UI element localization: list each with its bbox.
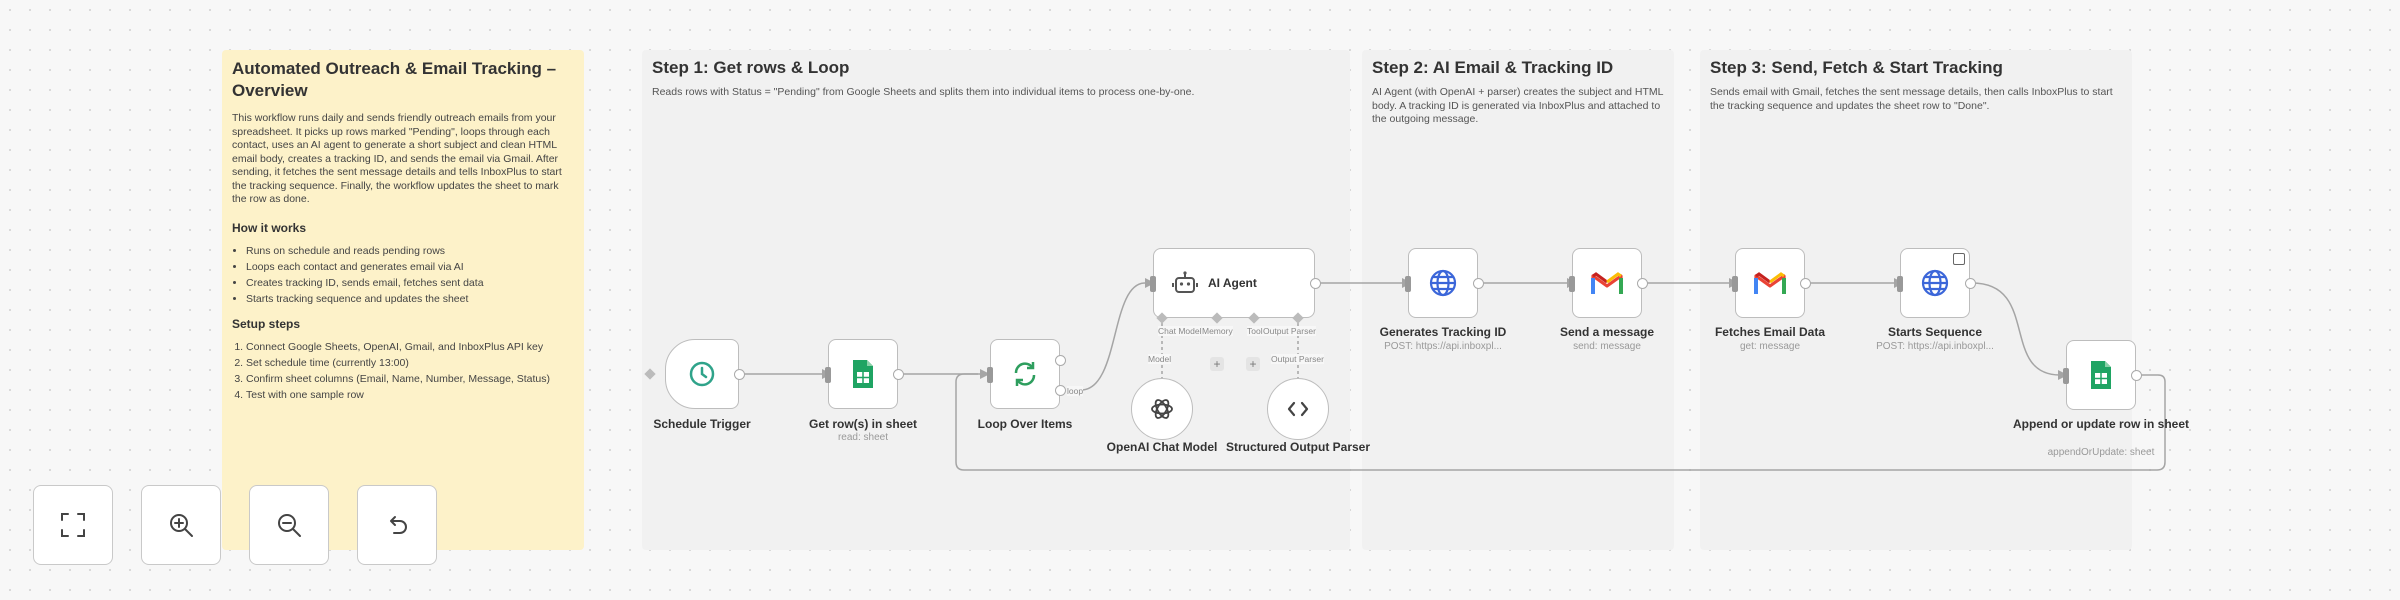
output-handle[interactable]	[1965, 278, 1976, 289]
setup-steps-list: Connect Google Sheets, OpenAI, Gmail, an…	[232, 339, 574, 403]
output-handle[interactable]	[1473, 278, 1484, 289]
edge-loop-to-agent	[1080, 282, 1146, 391]
openai-chat-model-node[interactable]	[1131, 378, 1193, 440]
step2-desc: AI Agent (with OpenAI + parser) creates …	[1372, 86, 1664, 125]
generates-tracking-id-sublabel: POST: https://api.inboxpl...	[1384, 341, 1502, 352]
undo-icon	[390, 516, 407, 534]
google-sheets-icon	[853, 360, 873, 388]
parser-port-label: Output Parser	[1271, 354, 1324, 364]
input-handle[interactable]	[1897, 276, 1903, 292]
robot-icon	[1172, 271, 1198, 293]
output-handle[interactable]	[734, 369, 745, 380]
loop-output-handle[interactable]	[1055, 355, 1066, 366]
fetches-email-data-sublabel: get: message	[1739, 341, 1801, 352]
schedule-trigger-node[interactable]	[665, 339, 745, 409]
step3-title: Step 3: Send, Fetch & Start Tracking	[1710, 58, 2003, 77]
append-update-row-node[interactable]	[2063, 340, 2142, 410]
zoom-out-button[interactable]	[249, 485, 329, 565]
output-parser-port-label: Output Parser	[1263, 326, 1316, 336]
clock-icon	[689, 361, 715, 387]
zoom-in-icon	[170, 514, 193, 537]
list-item: Test with one sample row	[246, 387, 574, 403]
loop-arrows-icon	[1014, 362, 1036, 386]
chat-model-port-label: Chat Model	[1158, 326, 1202, 336]
overview-intro: This workflow runs daily and sends frien…	[232, 112, 562, 205]
openai-port-label: Model	[1148, 354, 1172, 364]
input-handle[interactable]	[1732, 276, 1738, 292]
openai-icon	[1151, 399, 1173, 419]
openai-chat-model-label: OpenAI Chat Model	[1106, 440, 1218, 454]
list-item: Loops each contact and generates email v…	[246, 259, 574, 275]
send-message-sublabel: send: message	[1573, 341, 1641, 352]
list-item: Confirm sheet columns (Email, Name, Numb…	[246, 371, 574, 387]
input-handle[interactable]	[987, 367, 993, 383]
overview-sticky-note[interactable]: Automated Outreach & Email Tracking – Ov…	[222, 50, 584, 550]
starts-sequence-sublabel: POST: https://api.inboxpl...	[1876, 341, 1994, 352]
google-sheets-icon	[2091, 361, 2111, 389]
fit-view-icon	[61, 513, 85, 537]
input-handle[interactable]	[1405, 276, 1411, 292]
zoom-in-button[interactable]	[141, 485, 221, 565]
gmail-icon	[1591, 272, 1623, 294]
output-handle[interactable]	[2131, 370, 2142, 381]
fetches-email-data-label: Fetches Email Data	[1714, 325, 1826, 339]
send-message-node[interactable]	[1569, 248, 1648, 318]
list-item: Starts tracking sequence and updates the…	[246, 291, 574, 307]
add-tool-button[interactable]: +	[1246, 357, 1260, 371]
generates-tracking-id-label: Generates Tracking ID	[1379, 325, 1507, 339]
list-item: Set schedule time (currently 13:00)	[246, 355, 574, 371]
add-memory-button[interactable]: +	[1210, 357, 1224, 371]
loop-over-items-label: Loop Over Items	[977, 417, 1073, 431]
tool-port-label: Tool	[1247, 326, 1263, 336]
overview-title: Automated Outreach & Email Tracking – Ov…	[232, 59, 557, 100]
globe-icon	[1429, 269, 1457, 297]
get-rows-label: Get row(s) in sheet	[808, 417, 918, 431]
structured-output-parser-node[interactable]	[1267, 378, 1329, 440]
input-handle[interactable]	[1150, 276, 1156, 292]
send-message-label: Send a message	[1559, 325, 1655, 339]
append-update-row-label: Append or update row in sheet	[2012, 417, 2189, 431]
input-handle[interactable]	[2063, 368, 2069, 384]
starts-sequence-label: Starts Sequence	[1887, 325, 1983, 339]
output-handle[interactable]	[893, 369, 904, 380]
done-output-handle[interactable]	[1055, 385, 1066, 396]
how-it-works-list: Runs on schedule and reads pending rows …	[232, 243, 574, 307]
ai-agent-node[interactable]: AI Agent	[1150, 248, 1321, 318]
append-update-row-sublabel: appendOrUpdate: sheet	[2047, 447, 2155, 458]
how-it-works-heading: How it works	[232, 220, 307, 235]
edge-updaterow-loopback	[955, 373, 2166, 471]
gmail-icon	[1754, 272, 1786, 294]
step1-desc: Reads rows with Status = "Pending" from …	[652, 86, 1195, 98]
schedule-trigger-label: Schedule Trigger	[653, 417, 751, 431]
output-handle[interactable]	[1637, 278, 1648, 289]
starts-sequence-node[interactable]	[1897, 248, 1976, 318]
list-item: Runs on schedule and reads pending rows	[246, 243, 574, 259]
undo-button[interactable]	[357, 485, 437, 565]
code-brackets-icon	[1287, 401, 1309, 417]
memory-port-label: Memory	[1202, 326, 1233, 336]
ai-agent-label: AI Agent	[1208, 276, 1257, 290]
step1-title: Step 1: Get rows & Loop	[652, 58, 850, 77]
list-item: Connect Google Sheets, OpenAI, Gmail, an…	[246, 339, 574, 355]
loop-branch-label: loop	[1067, 386, 1084, 396]
list-item: Creates tracking ID, sends email, fetche…	[246, 275, 574, 291]
get-rows-node[interactable]	[825, 339, 904, 409]
step3-desc: Sends email with Gmail, fetches the sent…	[1710, 86, 2113, 112]
input-handle[interactable]	[1569, 276, 1575, 292]
step2-title: Step 2: AI Email & Tracking ID	[1372, 58, 1614, 77]
get-rows-sublabel: read: sheet	[837, 432, 889, 443]
output-handle[interactable]	[1800, 278, 1811, 289]
edge-startseq-to-updaterow	[1971, 282, 2061, 376]
fit-view-button[interactable]	[33, 485, 113, 565]
zoom-out-icon	[278, 514, 301, 537]
output-handle[interactable]	[1310, 278, 1321, 289]
structured-output-parser-label: Structured Output Parser	[1225, 440, 1371, 454]
setup-steps-heading: Setup steps	[232, 316, 301, 331]
globe-icon	[1921, 269, 1949, 297]
input-handle[interactable]	[825, 367, 831, 383]
fetches-email-data-node[interactable]	[1732, 248, 1811, 318]
loop-over-items-node[interactable]	[987, 339, 1066, 409]
expand-icon[interactable]	[1953, 253, 1965, 265]
generates-tracking-id-node[interactable]	[1405, 248, 1484, 318]
